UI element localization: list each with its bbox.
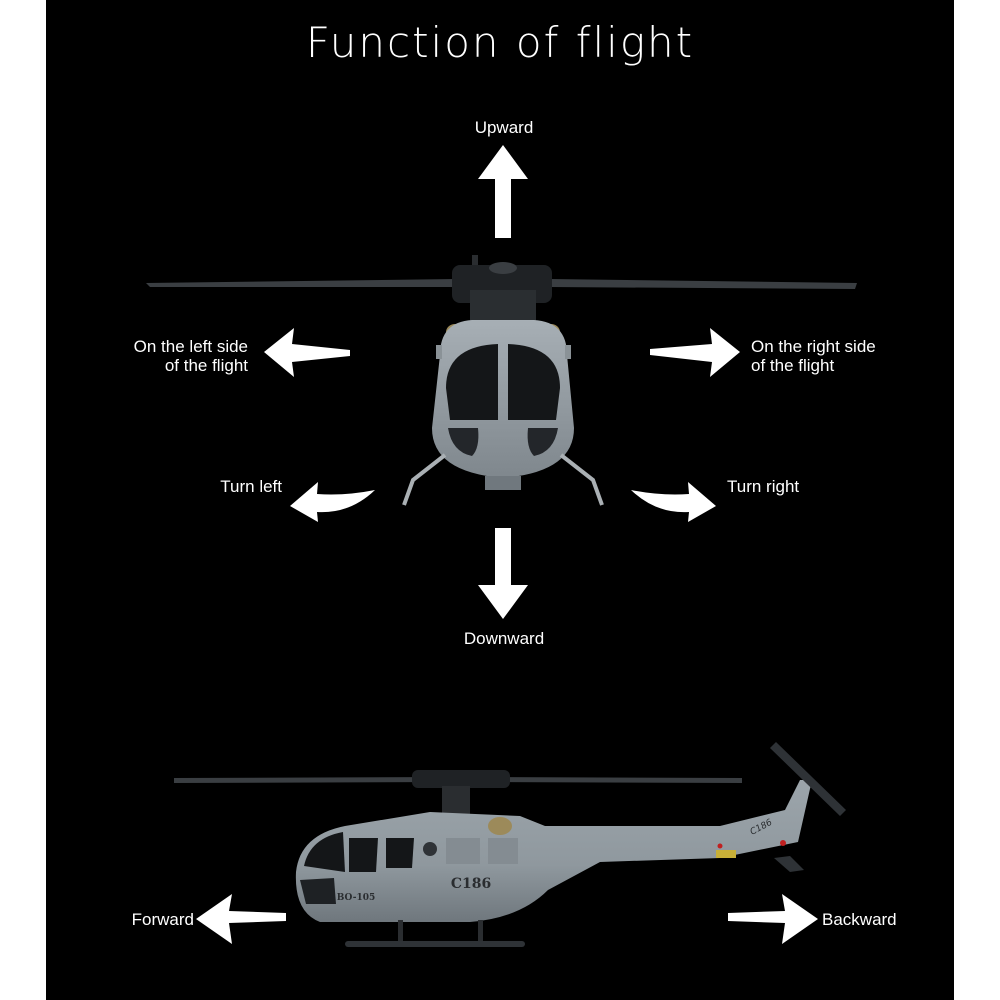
arrow-up-icon [478,145,528,238]
turn-right-label: Turn right [727,477,800,496]
left-side-label-line-2: of the flight [164,356,248,375]
forward-label: Forward [131,910,194,929]
arrow-right-icon [650,328,740,377]
helicopter-front-view [146,255,857,506]
arrow-left-icon [264,328,350,377]
arrow-down-icon [478,528,528,619]
right-side-label: On the right side of the flight [751,337,876,375]
turn-left-arrow-icon [290,482,375,522]
arrow-backward-icon [728,894,818,944]
left-side-label-line-1: On the left side [133,337,248,356]
page-title: Function of flight [305,18,695,67]
helicopter-side-view: C186 BO-105 C186 [174,742,846,947]
left-side-label: On the left side of the flight [100,337,248,375]
downward-label: Downward [463,629,545,648]
fuselage-side-number-text: BO-105 [337,893,375,903]
fuselage-model-text: C186 [451,876,491,892]
upward-label: Upward [474,118,534,137]
turn-left-label: Turn left [220,477,282,496]
right-side-label-line-2: of the flight [751,356,835,375]
arrow-forward-icon [196,894,286,944]
backward-label: Backward [822,910,897,929]
turn-right-arrow-icon [631,482,716,522]
right-side-label-line-1: On the right side [751,337,876,356]
